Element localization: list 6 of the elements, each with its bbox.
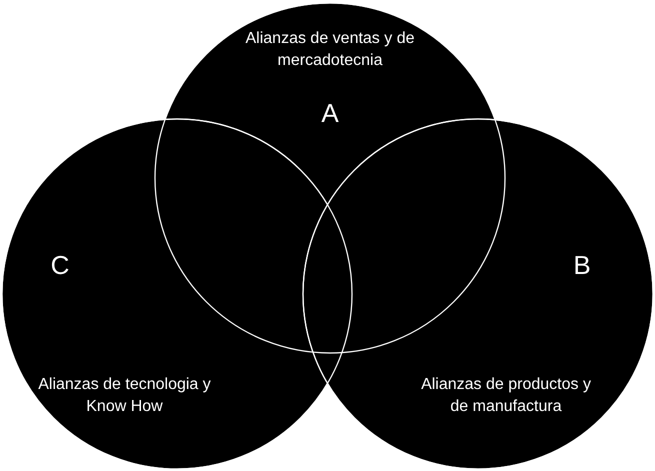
circle-letter: B (572, 250, 592, 280)
circle-letter: C (50, 250, 70, 280)
circle-label: Alianzas de productos y de manufactura (420, 375, 592, 417)
circle-label: Alianzas de ventas y de mercadotecnia (244, 29, 416, 71)
circle-label: Alianzas de tecnologia y Know How (37, 375, 212, 417)
circle-letter: A (320, 98, 340, 128)
